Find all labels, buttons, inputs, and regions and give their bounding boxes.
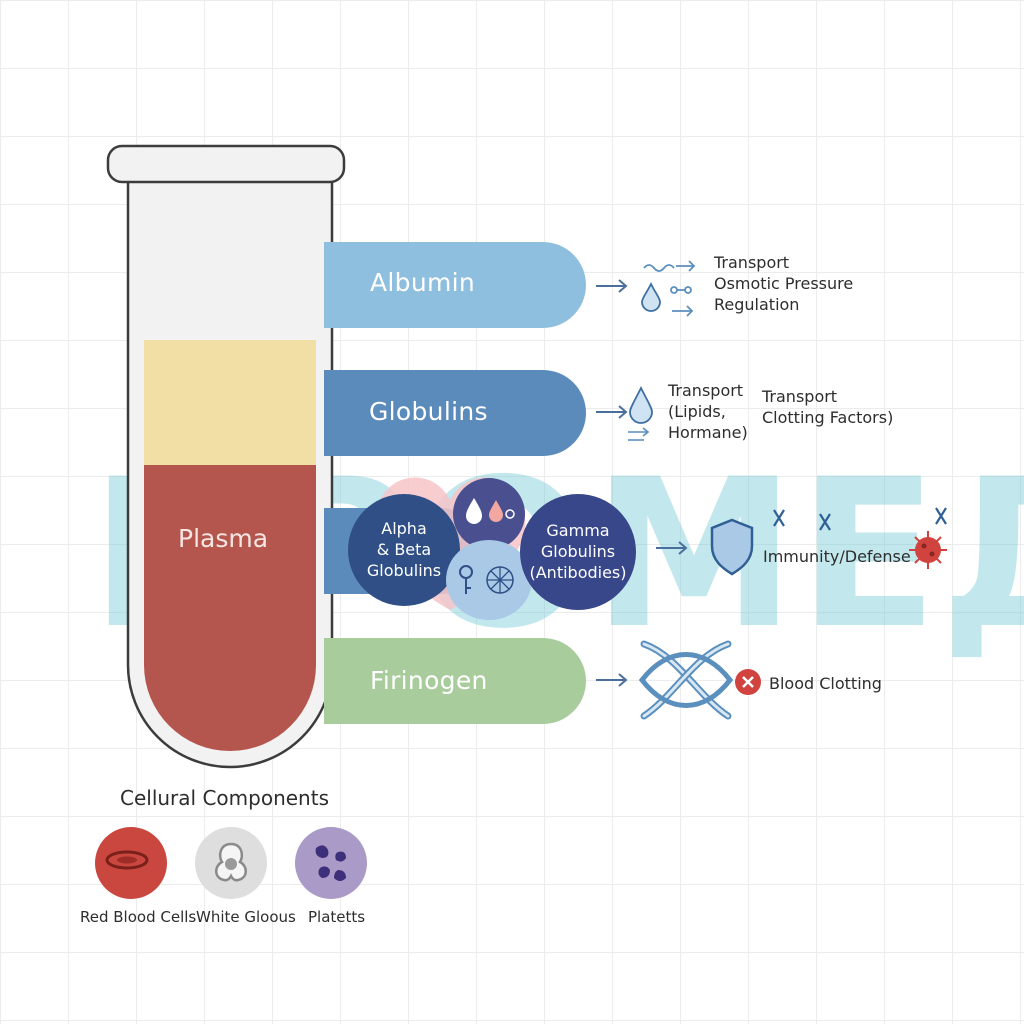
plasma-label: Plasma — [178, 524, 269, 553]
albumin-label: Albumin — [370, 268, 476, 297]
albumin-function-3: Regulation — [714, 295, 800, 314]
globulins-function-icons — [628, 385, 653, 441]
white-blood-cell-icon — [195, 827, 267, 899]
fibrin-mesh-icon — [638, 640, 734, 720]
clotting-label: Blood Clotting — [769, 674, 882, 693]
white-blood-cells-label: White Gloous — [196, 908, 296, 926]
fibrinogen-arrow-icon — [596, 673, 628, 687]
globulin-functions-a: Transport (Lipids, Hormane) — [668, 380, 748, 443]
immunity-icons — [710, 507, 947, 576]
plasma-layer — [144, 340, 316, 465]
gamma-line-3: (Antibodies) — [529, 563, 627, 582]
alpha-beta-text: Alpha & Beta Globulins — [352, 518, 456, 581]
fibrinogen-label: Firinogen — [370, 666, 488, 695]
virus-icon — [909, 531, 947, 569]
immunity-label: Immunity/Defense — [763, 547, 911, 566]
gamma-text: Gamma Globulins (Antibodies) — [522, 520, 634, 583]
albumin-arrow-icon — [596, 279, 628, 293]
albumin-function-1: Transport — [714, 253, 790, 272]
key-network-icon — [459, 565, 514, 594]
tube-rim — [106, 144, 346, 184]
cellular-title: Cellural Components — [120, 786, 329, 810]
alpha-beta-circle — [348, 494, 460, 606]
globulin-function-b-2: Clotting Factors) — [762, 408, 894, 427]
globulin-function-a-1: Transport — [668, 381, 744, 400]
clotting-x-icon — [735, 669, 761, 695]
globulin-functions-b: Transport Clotting Factors) — [762, 386, 893, 428]
blood-layer — [144, 465, 316, 751]
gamma-line-2: Globulins — [540, 542, 616, 561]
antibody-icon-2 — [819, 513, 831, 531]
gamma-line-1: Gamma — [546, 521, 610, 540]
antibody-icon — [773, 509, 785, 527]
platelets-label: Platetts — [308, 908, 366, 926]
alpha-beta-line-3: Globulins — [366, 561, 442, 580]
globulin-function-b-1: Transport — [762, 387, 838, 406]
platelets-icon — [295, 827, 367, 899]
globulin-function-a-2: (Lipids, — [668, 402, 726, 421]
alpha-beta-line-1: Alpha — [381, 519, 427, 538]
droplets-icon — [466, 498, 515, 524]
albumin-bar — [324, 242, 586, 328]
red-blood-cell-icon — [95, 827, 167, 899]
shield-icon — [710, 518, 754, 576]
globulin-function-a-3: Hormane) — [668, 423, 748, 442]
albumin-function-2: Osmotic Pressure — [714, 274, 854, 293]
albumin-functions: Transport Osmotic Pressure Regulation — [714, 252, 853, 315]
test-tube — [106, 144, 346, 769]
gamma-circle — [520, 494, 636, 610]
antibody-icon-3 — [935, 507, 947, 525]
fibrinogen-bar — [324, 638, 586, 724]
albumin-function-icons — [641, 260, 696, 317]
globulins-label: Globulins — [369, 397, 488, 426]
globulins-arrow-icon — [596, 405, 628, 419]
alpha-beta-line-2: & Beta — [376, 540, 432, 559]
lipid-circle — [453, 478, 525, 550]
red-blood-cells-label: Red Blood Cells — [80, 908, 197, 926]
gamma-arrow-icon — [656, 541, 688, 555]
globulins-bar — [324, 370, 586, 456]
